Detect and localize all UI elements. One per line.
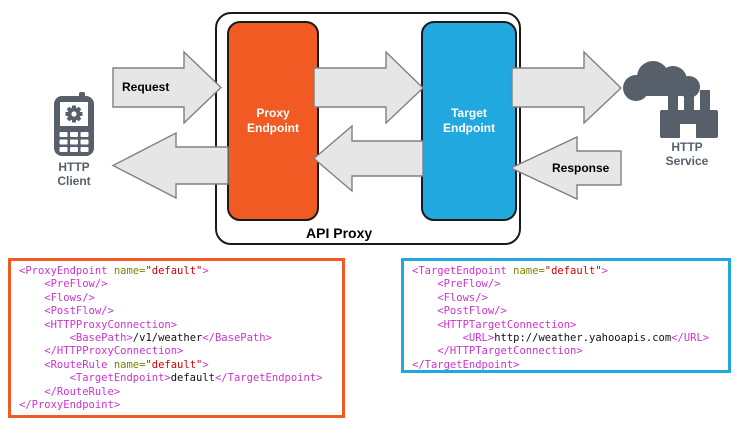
code-line: <PostFlow/> — [412, 305, 507, 318]
api-proxy-label: API Proxy — [306, 225, 373, 241]
code-line: <TargetEndpoint name="default"> — [412, 265, 608, 277]
factory-door — [680, 124, 696, 138]
proxy-endpoint-box: Proxy Endpoint — [227, 21, 319, 221]
code-line: <HTTPTargetConnection> — [412, 318, 577, 331]
keypad — [59, 132, 89, 152]
request-arrow-label: Request — [122, 80, 170, 94]
phone-icon — [54, 92, 94, 161]
code-line: <RouteRule name="default"> — [19, 358, 209, 371]
factory-icon — [622, 60, 722, 143]
code-line: <URL>http://weather.yahooapis.com</URL> — [412, 332, 710, 345]
chimney — [668, 86, 678, 114]
chimney — [700, 90, 710, 114]
code-line: </HTTPTargetConnection> — [412, 345, 583, 358]
http-service-label: HTTP Service — [665, 140, 709, 169]
proxy-endpoint-label: Proxy Endpoint — [247, 106, 299, 135]
code-line: <TargetEndpoint>default</TargetEndpoint> — [19, 372, 323, 385]
gear-icon — [65, 105, 83, 123]
code-line: <ProxyEndpoint name="default"> — [19, 265, 209, 277]
target-endpoint-code-block: <TargetEndpoint name="default"> <PreFlow… — [401, 258, 731, 373]
proxy-to-client-arrow — [111, 131, 229, 200]
code-line: </HTTPProxyConnection> — [19, 345, 184, 358]
target-endpoint-label: Target Endpoint — [443, 106, 495, 135]
code-line: <PostFlow/> — [19, 305, 114, 318]
target-to-service-arrow — [511, 50, 623, 125]
target-endpoint-box: Target Endpoint — [421, 21, 517, 221]
code-line: </RouteRule> — [19, 385, 121, 398]
proxy-endpoint-code-block: <ProxyEndpoint name="default"> <PreFlow/… — [8, 258, 345, 418]
code-line: </ProxyEndpoint> — [19, 399, 121, 412]
code-line: <PreFlow/> — [19, 278, 108, 291]
smoke-cloud — [623, 61, 700, 101]
code-line: <Flows/> — [19, 291, 95, 304]
response-arrow-label: Response — [552, 161, 610, 175]
code-line: </TargetEndpoint> — [412, 358, 520, 371]
http-client-label: HTTP Client — [57, 160, 91, 189]
code-line: <PreFlow/> — [412, 278, 501, 291]
code-line: <Flows/> — [412, 291, 488, 304]
code-line: <HTTPProxyConnection> — [19, 318, 178, 331]
code-line: <BasePath>/v1/weather</BasePath> — [19, 332, 272, 345]
